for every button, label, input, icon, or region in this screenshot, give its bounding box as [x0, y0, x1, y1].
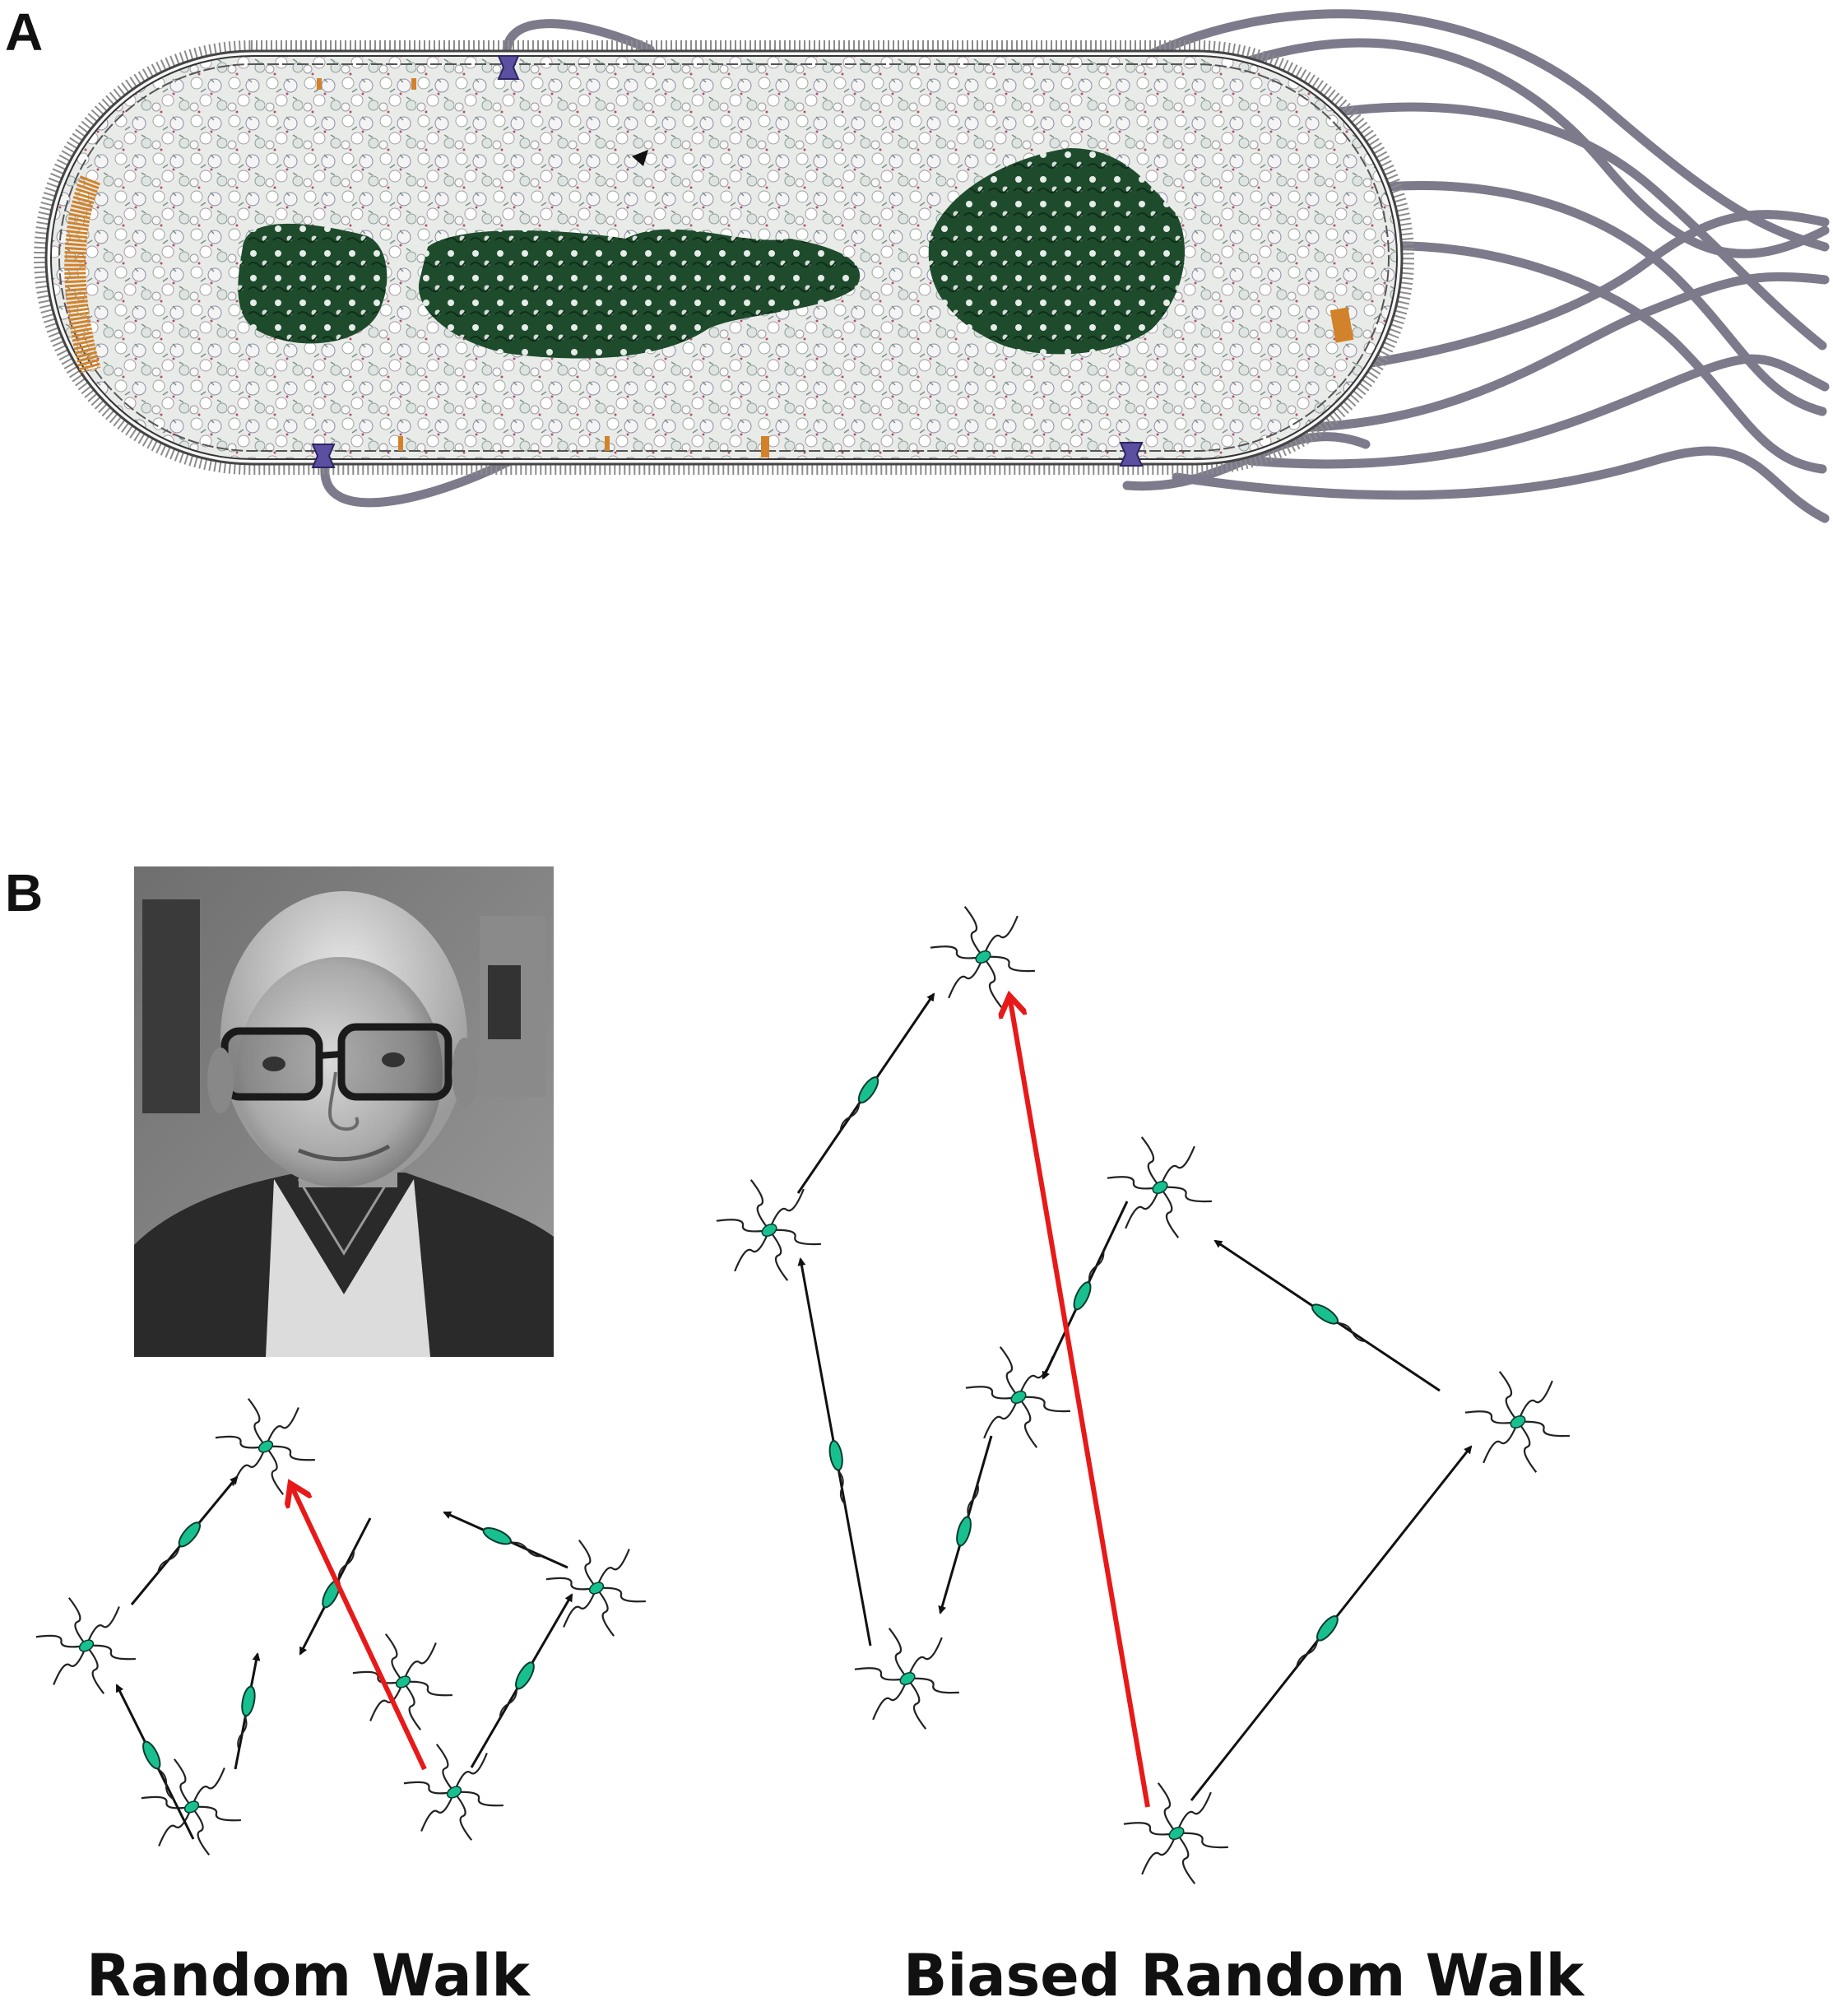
nucleoid-3	[928, 148, 1185, 355]
panel-label-a: A	[5, 2, 44, 62]
run-arrow-icon	[797, 1257, 872, 1647]
tumble-cell-icon	[930, 906, 1035, 1008]
tumble-cell-icon	[352, 1633, 452, 1730]
run-arrow-icon	[1213, 1239, 1441, 1392]
run-arrow-icon	[130, 1475, 239, 1605]
biased-random-walk-diagram	[716, 906, 1570, 1884]
tumble-cell-icon	[716, 1179, 821, 1281]
run-arrow-icon	[796, 992, 935, 1194]
tumble-cell-icon	[1107, 1136, 1212, 1238]
run-arrow-icon	[443, 1511, 568, 1569]
run-arrow-icon	[470, 1593, 573, 1768]
net-displacement-arrow	[1009, 996, 1150, 1808]
flagella-bundle	[320, 9, 1830, 523]
run-arrow-icon	[234, 1652, 261, 1770]
portrait-photo	[134, 866, 554, 1357]
tumble-cell-icon	[965, 1346, 1070, 1448]
run-arrow-icon	[1042, 1201, 1129, 1380]
flagellar-motor-icon	[311, 55, 1144, 468]
biased-random-walk-caption: Biased Random Walk	[903, 1942, 1585, 2009]
run-arrow-icon	[938, 1435, 993, 1614]
tumble-cell-icon	[215, 1398, 315, 1495]
random-walk-caption: Random Walk	[86, 1942, 530, 2009]
tumble-cell-icon	[854, 1628, 959, 1730]
membrane-protein-patch	[64, 78, 1354, 458]
nucleoid-2	[418, 229, 861, 359]
run-arrow-icon	[1190, 1445, 1473, 1801]
pointer-arrowhead-icon	[632, 150, 648, 166]
bacterium-illustration	[34, 9, 1830, 523]
run-arrow-icon	[115, 1684, 195, 1840]
tumble-cell-icon	[1123, 1782, 1228, 1884]
net-displacement-arrow	[290, 1484, 427, 1771]
tumble-cell-icon	[545, 1540, 646, 1637]
random-walk-diagram	[35, 1398, 646, 1856]
tumble-cell-icon	[141, 1758, 241, 1856]
tumble-cell-icon	[1464, 1371, 1570, 1473]
run-arrow-icon	[299, 1517, 372, 1656]
nucleoid-1	[238, 223, 387, 344]
panel-label-b: B	[5, 863, 44, 922]
tumble-cell-icon	[35, 1597, 136, 1694]
tumble-cell-icon	[403, 1744, 503, 1841]
